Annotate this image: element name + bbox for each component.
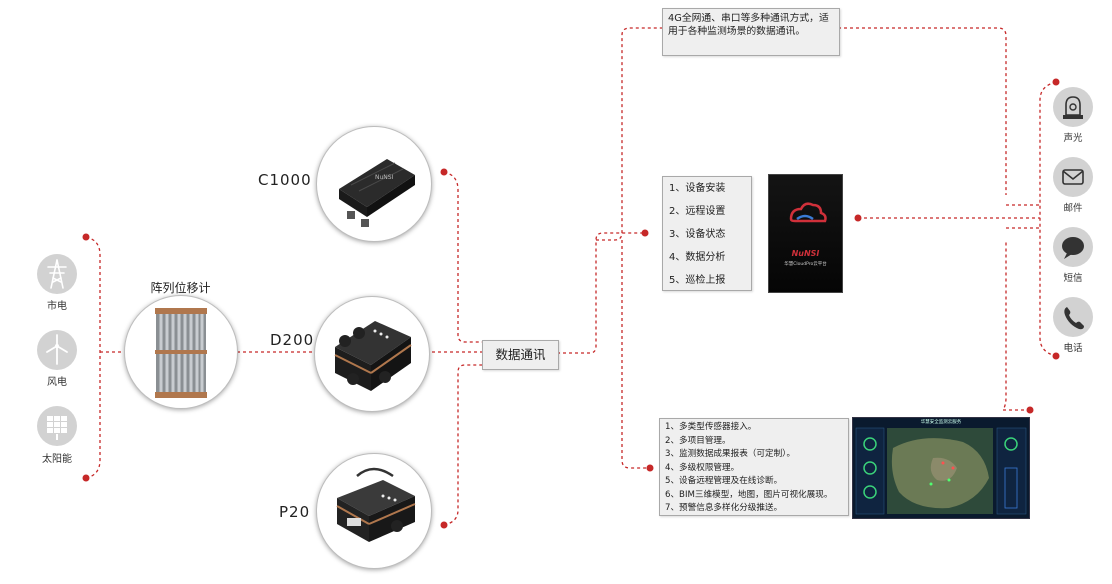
svg-text:NuNSI: NuNSI bbox=[375, 174, 394, 181]
dashboard-map-graphic bbox=[855, 427, 1027, 515]
platform-feature-box: 1、多类型传感器接入。 2、多项目管理。 3、监测数据成果报表（可定制）。 4、… bbox=[659, 418, 849, 516]
app-feature-item: 3、设备状态 bbox=[669, 229, 726, 240]
solar-panel-icon bbox=[37, 406, 77, 446]
phone-icon bbox=[1053, 297, 1093, 337]
wind-label: 风电 bbox=[47, 377, 67, 388]
app-brand: NuNSI bbox=[791, 249, 820, 258]
dashboard-title: 华慧安全监测云服务 bbox=[920, 420, 962, 425]
device-label-d200: D200 bbox=[270, 331, 315, 349]
sensor-label: 阵列位移计 bbox=[150, 281, 211, 295]
solar-label: 太阳能 bbox=[42, 454, 72, 465]
alert-label: 短信 bbox=[1063, 273, 1083, 284]
platform-feature-item: 1、多类型传感器接入。 bbox=[665, 422, 757, 432]
device-c1000: NuNSI bbox=[316, 126, 432, 242]
device-label-c1000: C1000 bbox=[258, 171, 312, 189]
app-feature-item: 5、巡检上报 bbox=[669, 275, 726, 286]
wind-turbine-icon bbox=[37, 330, 77, 370]
c1000-image: NuNSI bbox=[339, 159, 415, 227]
power-label: 市电 bbox=[47, 301, 67, 312]
comm-description-text: 4G全网通、串口等多种通讯方式，适用于各种监测场景的数据通讯。 bbox=[668, 13, 829, 37]
mobile-app-screen: NuNSI 华慧CloudPro云平台 bbox=[768, 174, 843, 293]
cloud-logo-icon bbox=[789, 202, 827, 223]
platform-feature-item: 7、预警信息多样化分级推送。 bbox=[665, 503, 783, 513]
mail-icon bbox=[1053, 157, 1093, 197]
device-p20 bbox=[316, 453, 432, 569]
platform-feature-item: 5、设备远程管理及在线诊断。 bbox=[665, 476, 783, 486]
platform-feature-item: 3、监测数据成果报表（可定制）。 bbox=[665, 449, 796, 459]
app-caption: 华慧CloudPro云平台 bbox=[784, 262, 827, 267]
app-feature-box: 1、设备安装 2、远程设置 3、设备状态 4、数据分析 5、巡检上报 bbox=[662, 176, 752, 291]
array-displacement-sensor bbox=[124, 295, 238, 409]
platform-dashboard: 华慧安全监测云服务 bbox=[852, 417, 1030, 519]
data-communication-hub: 数据通讯 bbox=[482, 340, 559, 370]
p20-image bbox=[336, 467, 416, 542]
app-feature-item: 4、数据分析 bbox=[669, 252, 726, 263]
d200-image bbox=[334, 321, 412, 391]
device-d200 bbox=[314, 296, 430, 412]
alert-label: 声光 bbox=[1063, 133, 1083, 144]
platform-feature-item: 2、多项目管理。 bbox=[665, 435, 731, 446]
platform-feature-item: 4、多级权限管理。 bbox=[665, 462, 740, 473]
comm-description-box: 4G全网通、串口等多种通讯方式，适用于各种监测场景的数据通讯。 bbox=[662, 8, 840, 56]
sms-icon bbox=[1053, 227, 1093, 267]
siren-icon bbox=[1053, 87, 1093, 127]
sensor-image bbox=[155, 308, 207, 398]
alert-label: 电话 bbox=[1063, 343, 1083, 354]
app-feature-item: 2、远程设置 bbox=[669, 206, 726, 217]
device-label-p20: P20 bbox=[279, 503, 311, 521]
platform-feature-item: 6、BIM三维模型，地图，图片可视化展现。 bbox=[665, 489, 833, 500]
alert-label: 邮件 bbox=[1063, 203, 1083, 214]
power-tower-icon bbox=[37, 254, 77, 294]
app-feature-item: 1、设备安装 bbox=[669, 183, 726, 194]
